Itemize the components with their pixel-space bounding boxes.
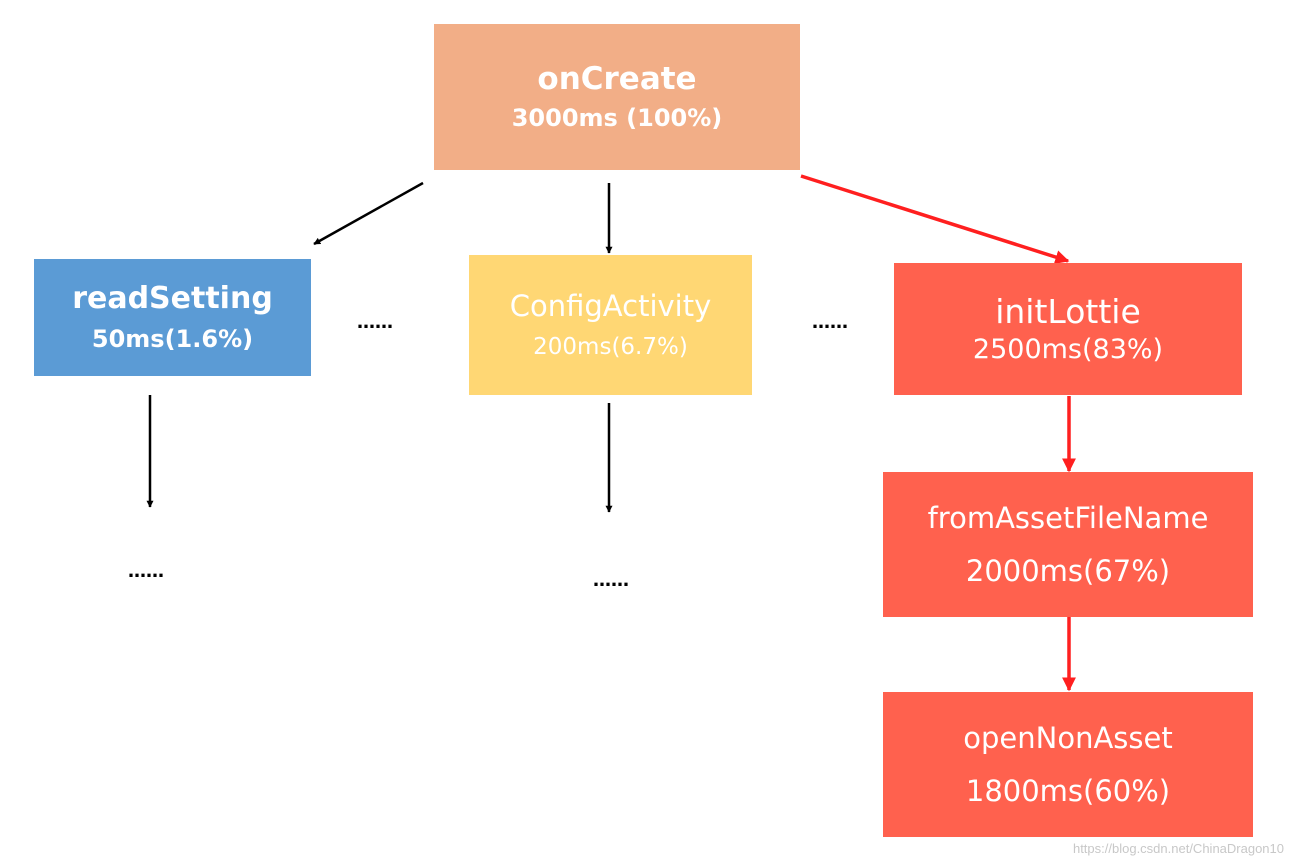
ellipsis-below-readsetting: …… [128, 561, 164, 582]
node-configactivity-time: 200ms(6.7%) [533, 333, 688, 360]
node-readsetting-time: 50ms(1.6%) [91, 325, 254, 354]
edge-oncreate-to-readsetting [313, 181, 424, 246]
node-initlottie-time: 2500ms(83%) [972, 333, 1164, 365]
node-readsetting: readSetting 50ms(1.6%) [34, 259, 311, 376]
ellipsis-between-readsetting-configactivity: …… [357, 312, 393, 333]
node-fromassetfilename: fromAssetFileName 2000ms(67%) [883, 472, 1253, 617]
node-readsetting-name: readSetting [72, 281, 273, 317]
node-fromassetfilename-name: fromAssetFileName [927, 500, 1209, 535]
node-initlottie-name: initLottie [995, 292, 1141, 331]
ellipsis-between-configactivity-initlottie: …… [812, 312, 848, 333]
node-opennonasset-time: 1800ms(60%) [965, 773, 1171, 808]
node-opennonasset-name: openNonAsset [963, 720, 1173, 755]
node-oncreate-name: onCreate [537, 61, 697, 97]
node-oncreate: onCreate 3000ms (100%) [434, 24, 800, 170]
ellipsis-below-configactivity: …… [593, 570, 629, 591]
node-fromassetfilename-time: 2000ms(67%) [965, 553, 1171, 588]
node-configactivity-name: ConfigActivity [509, 288, 712, 323]
edge-oncreate-to-initlottie [800, 174, 1070, 264]
node-initlottie: initLottie 2500ms(83%) [894, 263, 1242, 395]
node-configactivity: ConfigActivity 200ms(6.7%) [469, 255, 752, 395]
node-oncreate-time: 3000ms (100%) [511, 104, 723, 133]
node-opennonasset: openNonAsset 1800ms(60%) [883, 692, 1253, 837]
watermark-url: https://blog.csdn.net/ChinaDragon10 [1072, 841, 1284, 856]
